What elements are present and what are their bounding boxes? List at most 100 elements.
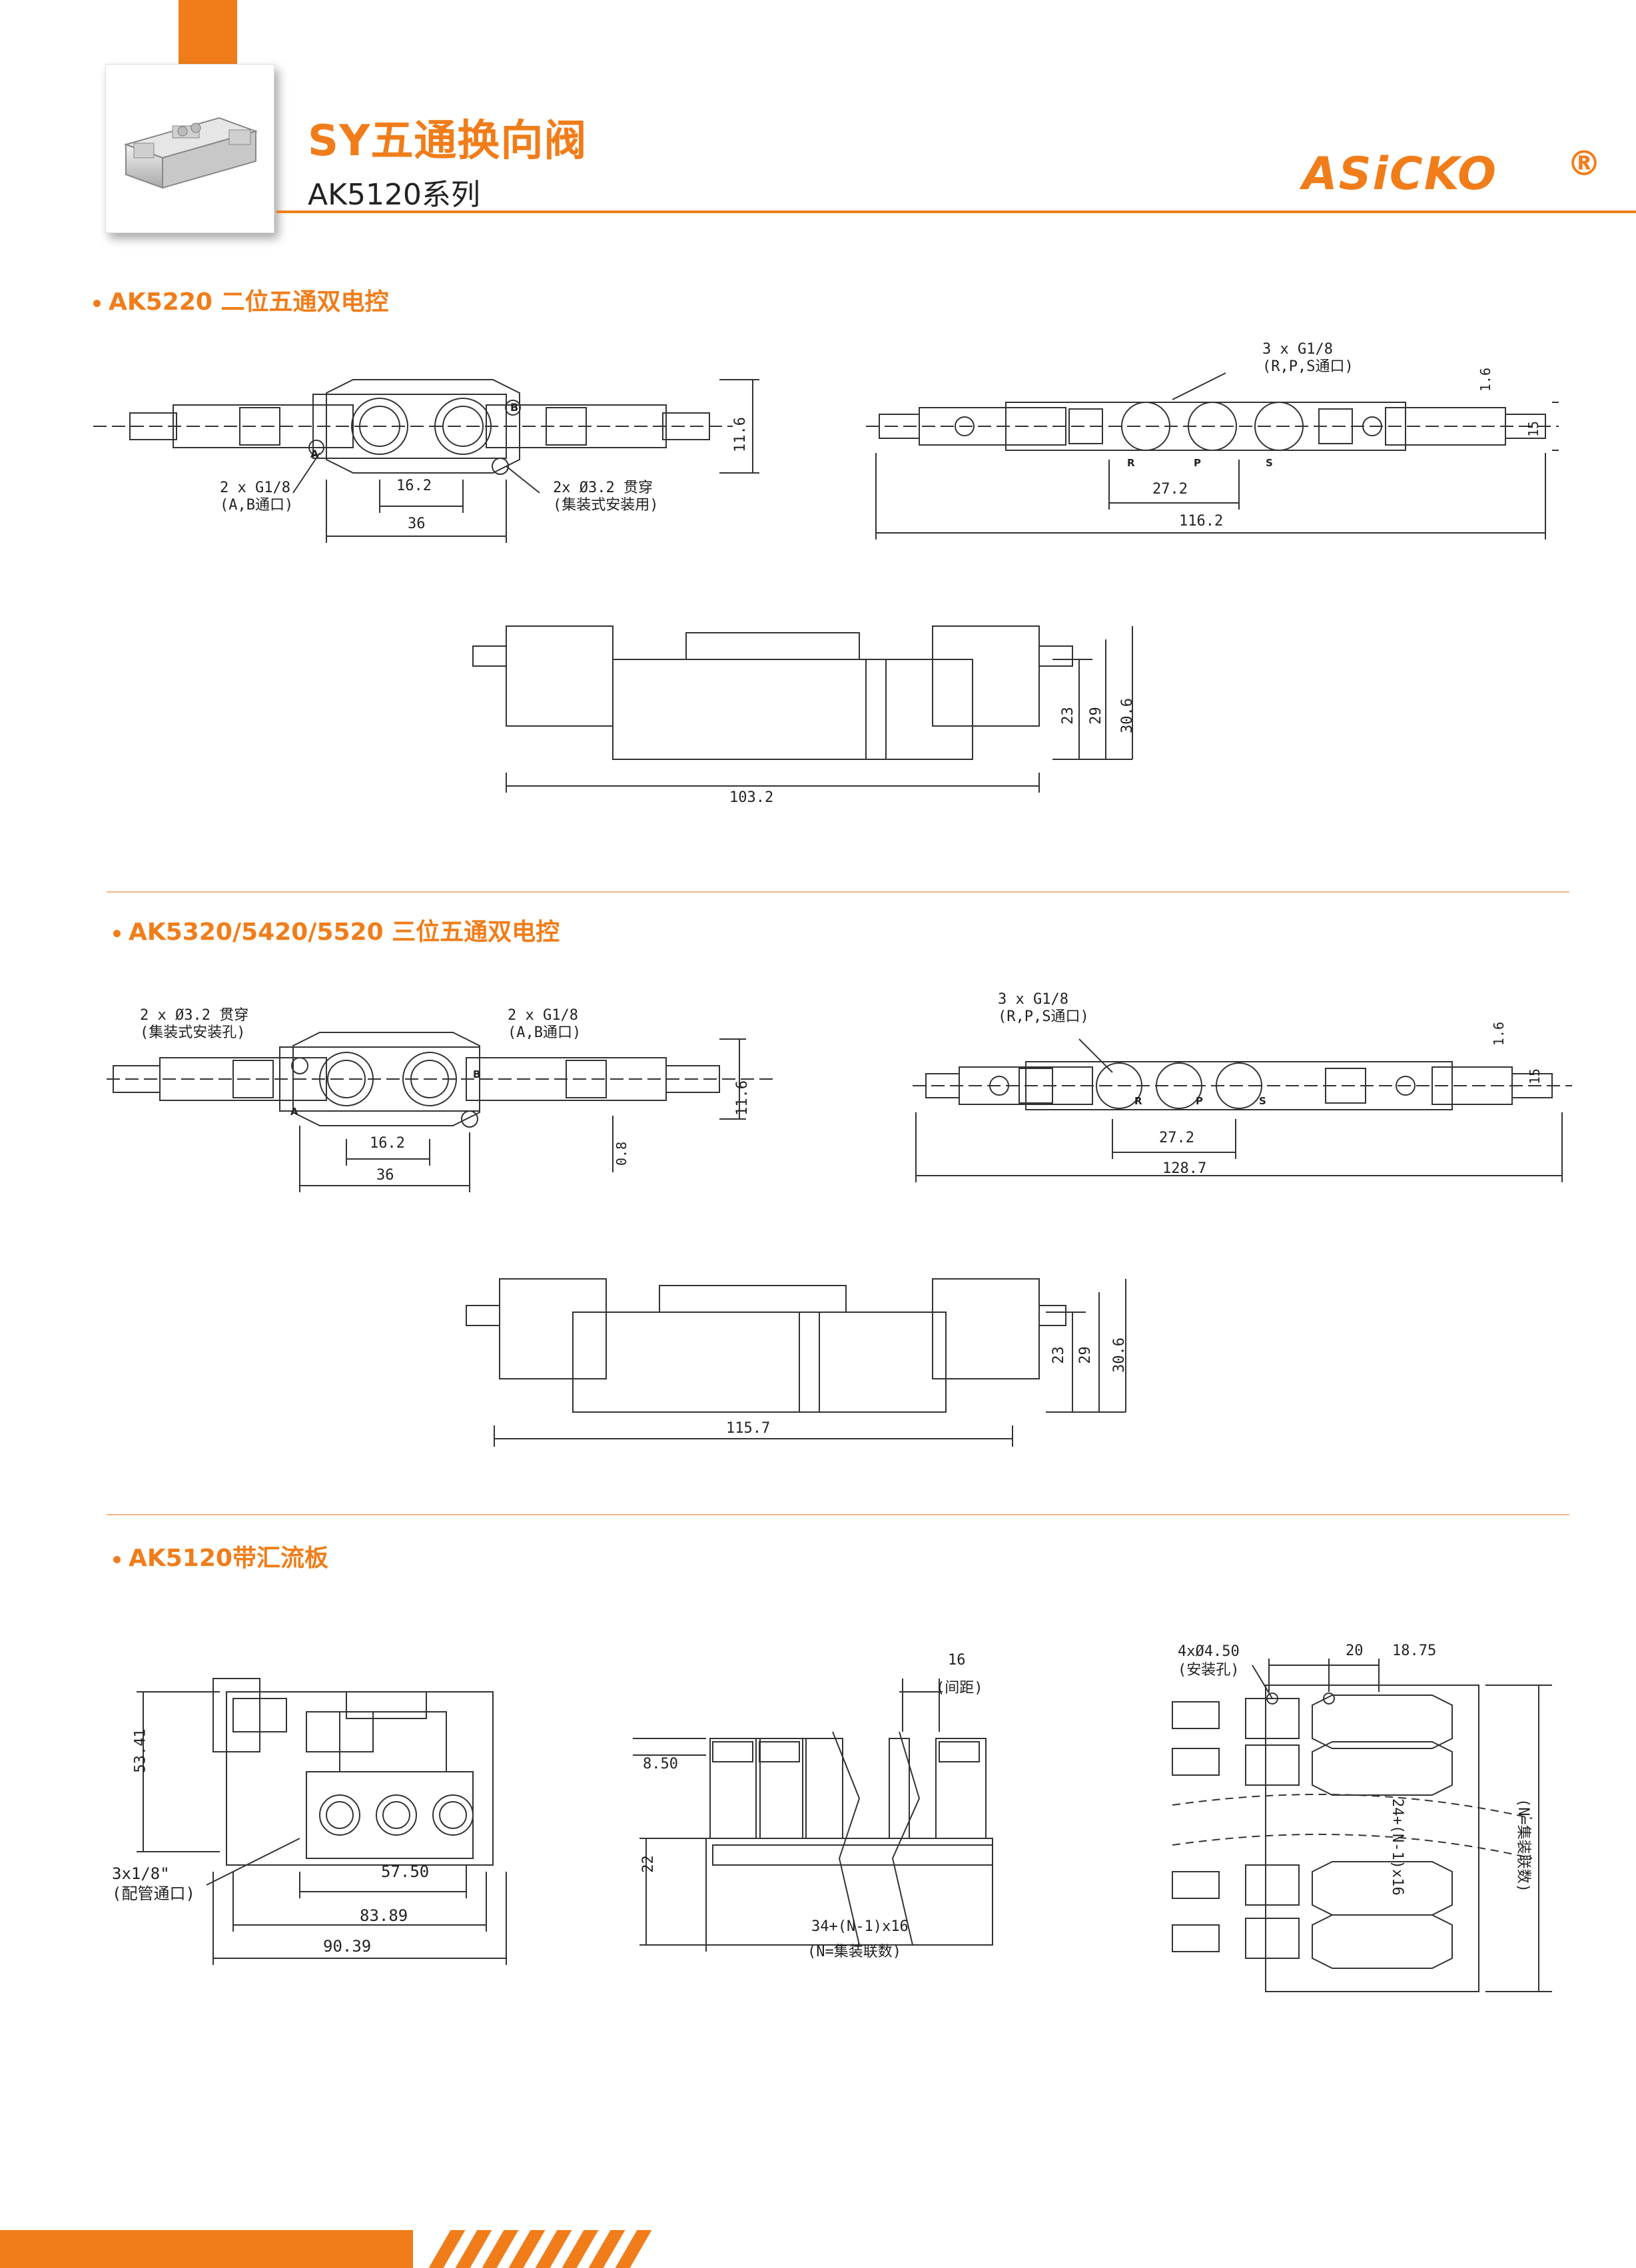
dim-offset: 1.6: [1491, 1021, 1507, 1046]
ports-label: 3 x G1/8: [998, 991, 1068, 1008]
dim-span: 36: [408, 516, 426, 532]
page-title: SY五通换向阀: [308, 117, 588, 166]
section-divider: [107, 891, 1569, 893]
ak5320-side-view-drawing: [466, 1278, 1126, 1447]
dim-b: 18.75: [1392, 1643, 1437, 1659]
ak5320-hole-callout: 2 x Ø3.2 贯穿(集装式安装孔): [140, 1007, 248, 1042]
front-formula-sub: (N=集装联数): [807, 1944, 901, 1960]
section-divider: [107, 1514, 1569, 1515]
dim-c: 90.39: [323, 1937, 372, 1956]
mark-r: R: [1134, 1095, 1142, 1107]
pitch-label: (间距): [936, 1680, 983, 1697]
dim-h2: 29: [1087, 707, 1104, 725]
holes-sub: (安装孔): [1178, 1662, 1240, 1679]
product-thumbnail: [105, 64, 274, 233]
dim-height: 11.6: [733, 1080, 751, 1116]
dim-h2: 29: [1076, 1346, 1094, 1364]
dim-small: 0.8: [614, 1141, 630, 1166]
front-formula: 34+(N-1)x16: [811, 1918, 909, 1935]
section-heading-text: AK5220 二位五通双电控: [109, 288, 389, 316]
ports-label: 3x1/8": [112, 1864, 170, 1883]
ak5220-hole-callout: 2x Ø3.2 贯穿(集装式安装用): [553, 480, 659, 514]
hole-sub: (集装式安装孔): [140, 1024, 246, 1041]
ak5320-bottom-ports-callout: 3 x G1/8(R,P,S通口): [998, 991, 1089, 1026]
mark-p: P: [1196, 1095, 1203, 1107]
dim-h3: 30.6: [1110, 1337, 1128, 1373]
dim-pitch: 27.2: [1159, 1130, 1194, 1146]
section-heading-ak5320: AK5320/5420/5520 三位五通双电控: [113, 913, 560, 947]
ports-label: 3 x G1/8: [1262, 341, 1333, 358]
plan-formula: 24+(N-1)x16: [1389, 1798, 1406, 1896]
dim-offset: 1.6: [1477, 367, 1494, 392]
dim-pitch: 16.2: [396, 478, 432, 494]
hole-sub: (集装式安装用): [553, 497, 659, 514]
registered-mark: ®: [1567, 144, 1601, 184]
header-accent-tab: [179, 0, 237, 64]
plan-formula-sub: (N=集装联数): [1515, 1798, 1531, 1892]
dim-h1: 23: [1059, 707, 1076, 725]
ports-label: 2 x G1/8: [220, 480, 290, 496]
page-subtitle: AK5120系列: [308, 178, 480, 212]
hole-label: 2 x Ø3.2 贯穿: [140, 1007, 249, 1024]
dim-pitch: 27.2: [1152, 481, 1188, 498]
dim-length: 116.2: [1179, 513, 1224, 530]
dim-top: 8.50: [643, 1756, 678, 1772]
dim-length: 128.7: [1162, 1160, 1207, 1177]
mark-a: A: [290, 1106, 298, 1118]
ports-sub: (R,P,S通口): [1262, 358, 1354, 375]
ak5220-bottom-view-drawing: [866, 372, 1559, 540]
mark-s: S: [1259, 1095, 1266, 1107]
dim-span: 36: [376, 1167, 394, 1184]
mark-r: R: [1127, 457, 1135, 469]
mark-p: P: [1194, 457, 1201, 469]
bullet-icon: [113, 929, 121, 937]
dim-pitch: 16: [948, 1652, 966, 1669]
bullet-icon: [113, 1555, 121, 1563]
section-heading-ak5120: AK5120带汇流板: [113, 1539, 328, 1573]
dim-height: 11.6: [731, 417, 749, 452]
dim-width: 15: [1527, 1068, 1543, 1085]
mark-a: A: [310, 448, 319, 460]
ak5220-ports-callout: 2 x G1/8(A,B通口): [220, 480, 293, 514]
valve-product-image: [123, 117, 258, 189]
mark-b: B: [510, 401, 519, 414]
dim-b: 83.89: [360, 1906, 408, 1925]
ports-sub: (A,B通口): [220, 497, 294, 514]
manifold-ports-callout: 3x1/8"(配管通口): [112, 1864, 195, 1904]
dim-a: 57.50: [381, 1862, 430, 1881]
ak5320-top-view-drawing: [107, 1032, 773, 1192]
mark-s: S: [1266, 457, 1273, 469]
ak5220-bottom-ports-callout: 3 x G1/8(R,P,S通口): [1262, 341, 1354, 376]
dim-length: 115.7: [726, 1420, 771, 1437]
header-rule: [276, 210, 1636, 213]
section-heading-text: AK5320/5420/5520 三位五通双电控: [129, 919, 560, 946]
dim-length: 103.2: [729, 789, 774, 806]
dim-width: 15: [1525, 420, 1542, 438]
manifold-plan-view-drawing: [1172, 1659, 1552, 1992]
ports-sub: (配管通口): [112, 1884, 195, 1903]
mark-b: B: [473, 1068, 481, 1080]
brand-logo: ASiCKO: [1302, 148, 1497, 200]
dim-pitch: 16.2: [370, 1135, 405, 1152]
dim-base: 22: [639, 1855, 657, 1873]
ak5320-bottom-view-drawing: [913, 1038, 1572, 1182]
dim-h1: 23: [1050, 1346, 1067, 1364]
dim-h3: 30.6: [1118, 698, 1136, 733]
ports-sub: (R,P,S通口): [998, 1008, 1089, 1025]
ak5220-top-view-drawing: [93, 379, 759, 543]
holes-label: 4xØ4.50: [1178, 1643, 1240, 1660]
ports-sub: (A,B通口): [508, 1024, 582, 1041]
section-heading-text: AK5120带汇流板: [129, 1545, 328, 1572]
dim-a: 20: [1346, 1643, 1364, 1659]
manifold-front-view-drawing: [633, 1679, 993, 1952]
mounting-holes-callout: 4xØ4.50 (安装孔): [1178, 1643, 1240, 1680]
ak5320-ports-callout: 2 x G1/8(A,B通口): [508, 1007, 581, 1042]
bullet-icon: [93, 299, 101, 307]
footer-accent-bar: [0, 2230, 413, 2268]
ports-label: 2 x G1/8: [508, 1007, 578, 1024]
hole-label: 2x Ø3.2 贯穿: [553, 480, 653, 496]
section-heading-ak5220: AK5220 二位五通双电控: [93, 282, 389, 317]
manifold-end-view-drawing: [137, 1678, 507, 1965]
dim-height: 53.41: [132, 1728, 149, 1773]
ak5220-side-view-drawing: [472, 625, 1133, 793]
